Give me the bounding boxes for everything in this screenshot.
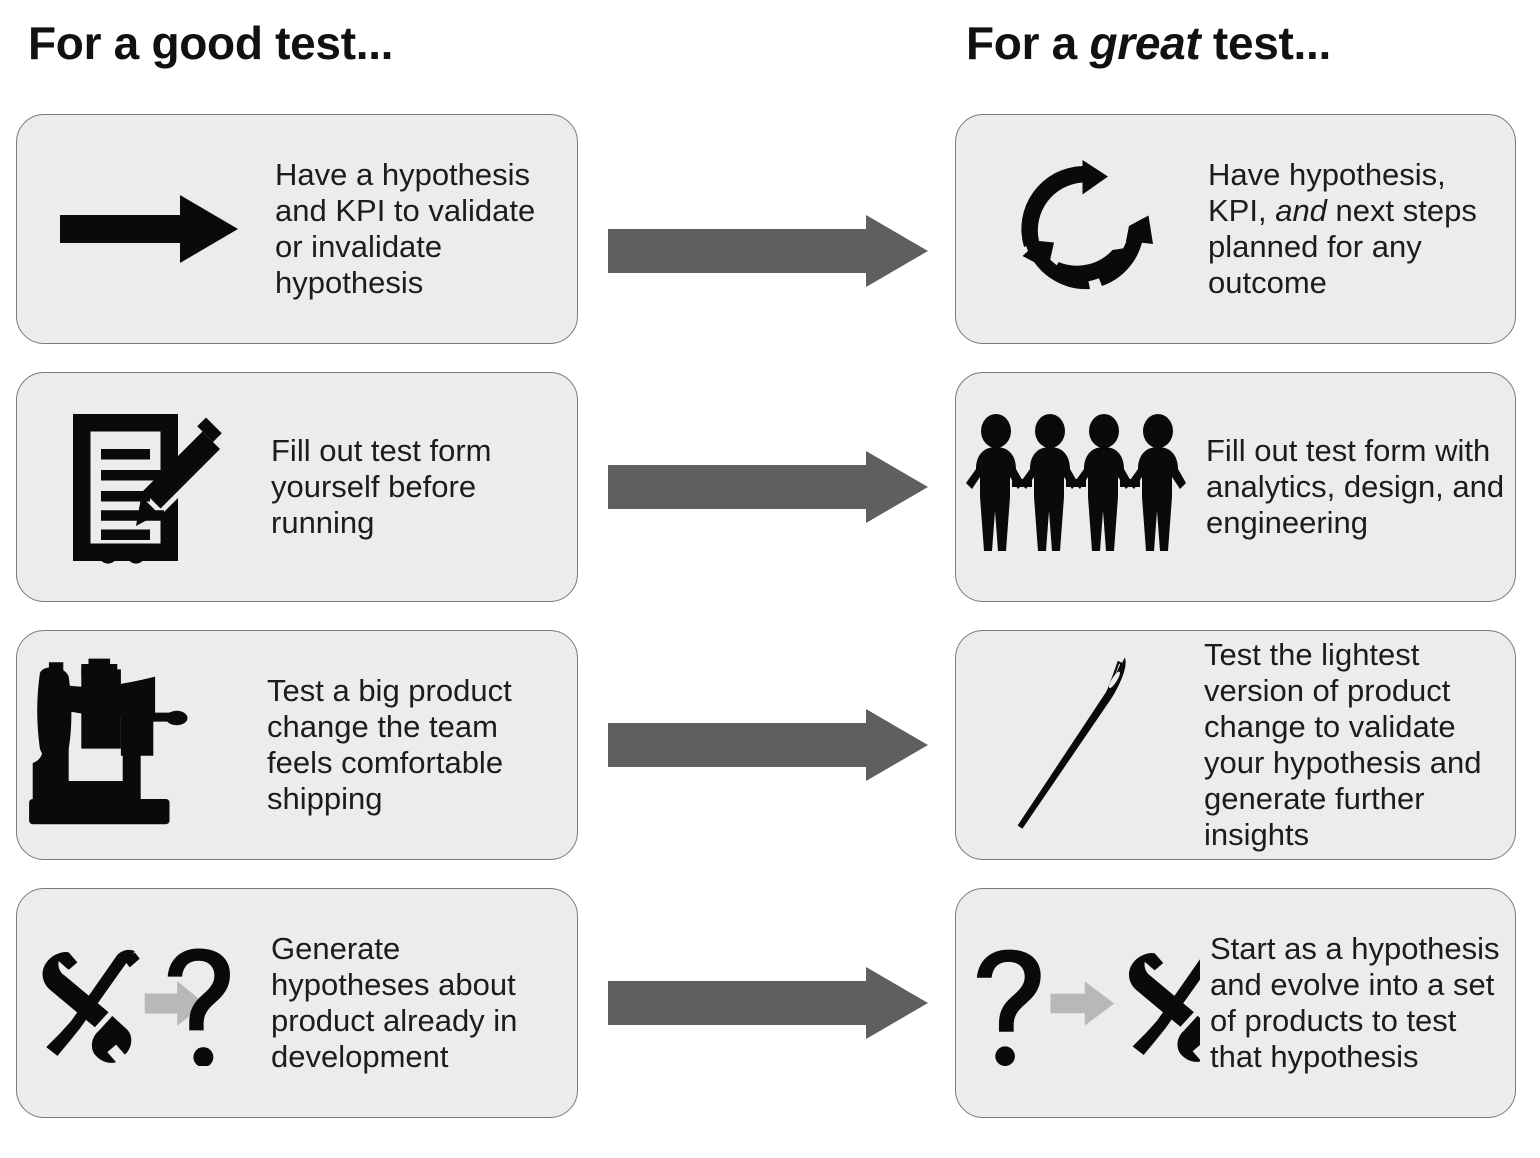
great-card-3-text: Test the lightest version of product cha…	[1204, 637, 1482, 852]
comparison-row-3: Test a big product change the team feels…	[0, 630, 1540, 860]
comparison-row-1: Have a hypothesis and KPI to validate or…	[0, 114, 1540, 344]
row-3-connector-arrow	[608, 709, 930, 781]
sewing-machine-icon	[17, 655, 267, 835]
good-card-2: Fill out test form yourself before runni…	[16, 372, 578, 602]
great-card-4: Start as a hypothesis and evolve into a …	[955, 888, 1516, 1118]
crossed-tools-glyph	[1128, 952, 1200, 1062]
good-card-3: Test a big product change the team feels…	[16, 630, 578, 860]
row-1-connector-arrow	[608, 215, 930, 287]
great-card-1-text: Have hypothesis, KPI, and next steps pla…	[1208, 157, 1515, 301]
question-mark-glyph	[167, 947, 230, 1066]
page-title-great: For a great test...	[966, 16, 1331, 70]
good-card-3-text: Test a big product change the team feels…	[267, 673, 512, 816]
question-mark-to-tools-icon	[962, 941, 1210, 1066]
page-title-good: For a good test...	[28, 17, 394, 69]
great-card-1: Have hypothesis, KPI, and next steps pla…	[955, 114, 1516, 344]
great-card-1-text-part1: Have hypothesis, KPI,	[1208, 157, 1446, 228]
inline-gray-arrow	[1050, 980, 1115, 1026]
title-great-suffix: test...	[1200, 17, 1331, 69]
title-great-prefix: For a	[966, 17, 1090, 69]
row-4-connector-arrow	[608, 967, 930, 1039]
great-card-2: Fill out test form with analytics, desig…	[955, 372, 1516, 602]
title-great-emphasis: great	[1089, 17, 1201, 69]
good-card-4-text: Generate hypotheses about product alread…	[271, 931, 518, 1074]
great-card-1-text-emphasis: and	[1275, 193, 1327, 228]
comparison-grid: Have a hypothesis and KPI to validate or…	[0, 114, 1540, 1146]
comparison-row-4: Generate hypotheses about product alread…	[0, 888, 1540, 1118]
circular-arrows-cycle-icon	[960, 154, 1208, 304]
row-2-connector-arrow	[608, 451, 930, 523]
good-card-2-text: Fill out test form yourself before runni…	[271, 433, 492, 540]
good-card-4: Generate hypotheses about product alread…	[16, 888, 578, 1118]
great-card-4-text: Start as a hypothesis and evolve into a …	[1210, 931, 1500, 1074]
inline-gray-arrow	[144, 980, 205, 1026]
comparison-row-2: Fill out test form yourself before runni…	[0, 372, 1540, 602]
good-card-1-text: Have a hypothesis and KPI to validate or…	[275, 157, 536, 300]
four-people-holding-hands-icon	[958, 413, 1206, 561]
great-card-2-text: Fill out test form with analytics, desig…	[1206, 433, 1505, 540]
tools-to-question-mark-icon	[21, 941, 271, 1066]
great-card-1-text-part2: next steps planned for any outcome	[1208, 193, 1477, 300]
form-with-pencil-icon	[21, 400, 271, 575]
black-right-arrow-icon	[25, 189, 275, 269]
sewing-needle-icon	[956, 648, 1204, 843]
headings-row: For a good test... For a great test...	[0, 0, 1540, 114]
great-card-3: Test the lightest version of product cha…	[955, 630, 1516, 860]
crossed-tools-glyph	[42, 949, 140, 1063]
question-mark-glyph	[976, 949, 1041, 1066]
good-card-1: Have a hypothesis and KPI to validate or…	[16, 114, 578, 344]
